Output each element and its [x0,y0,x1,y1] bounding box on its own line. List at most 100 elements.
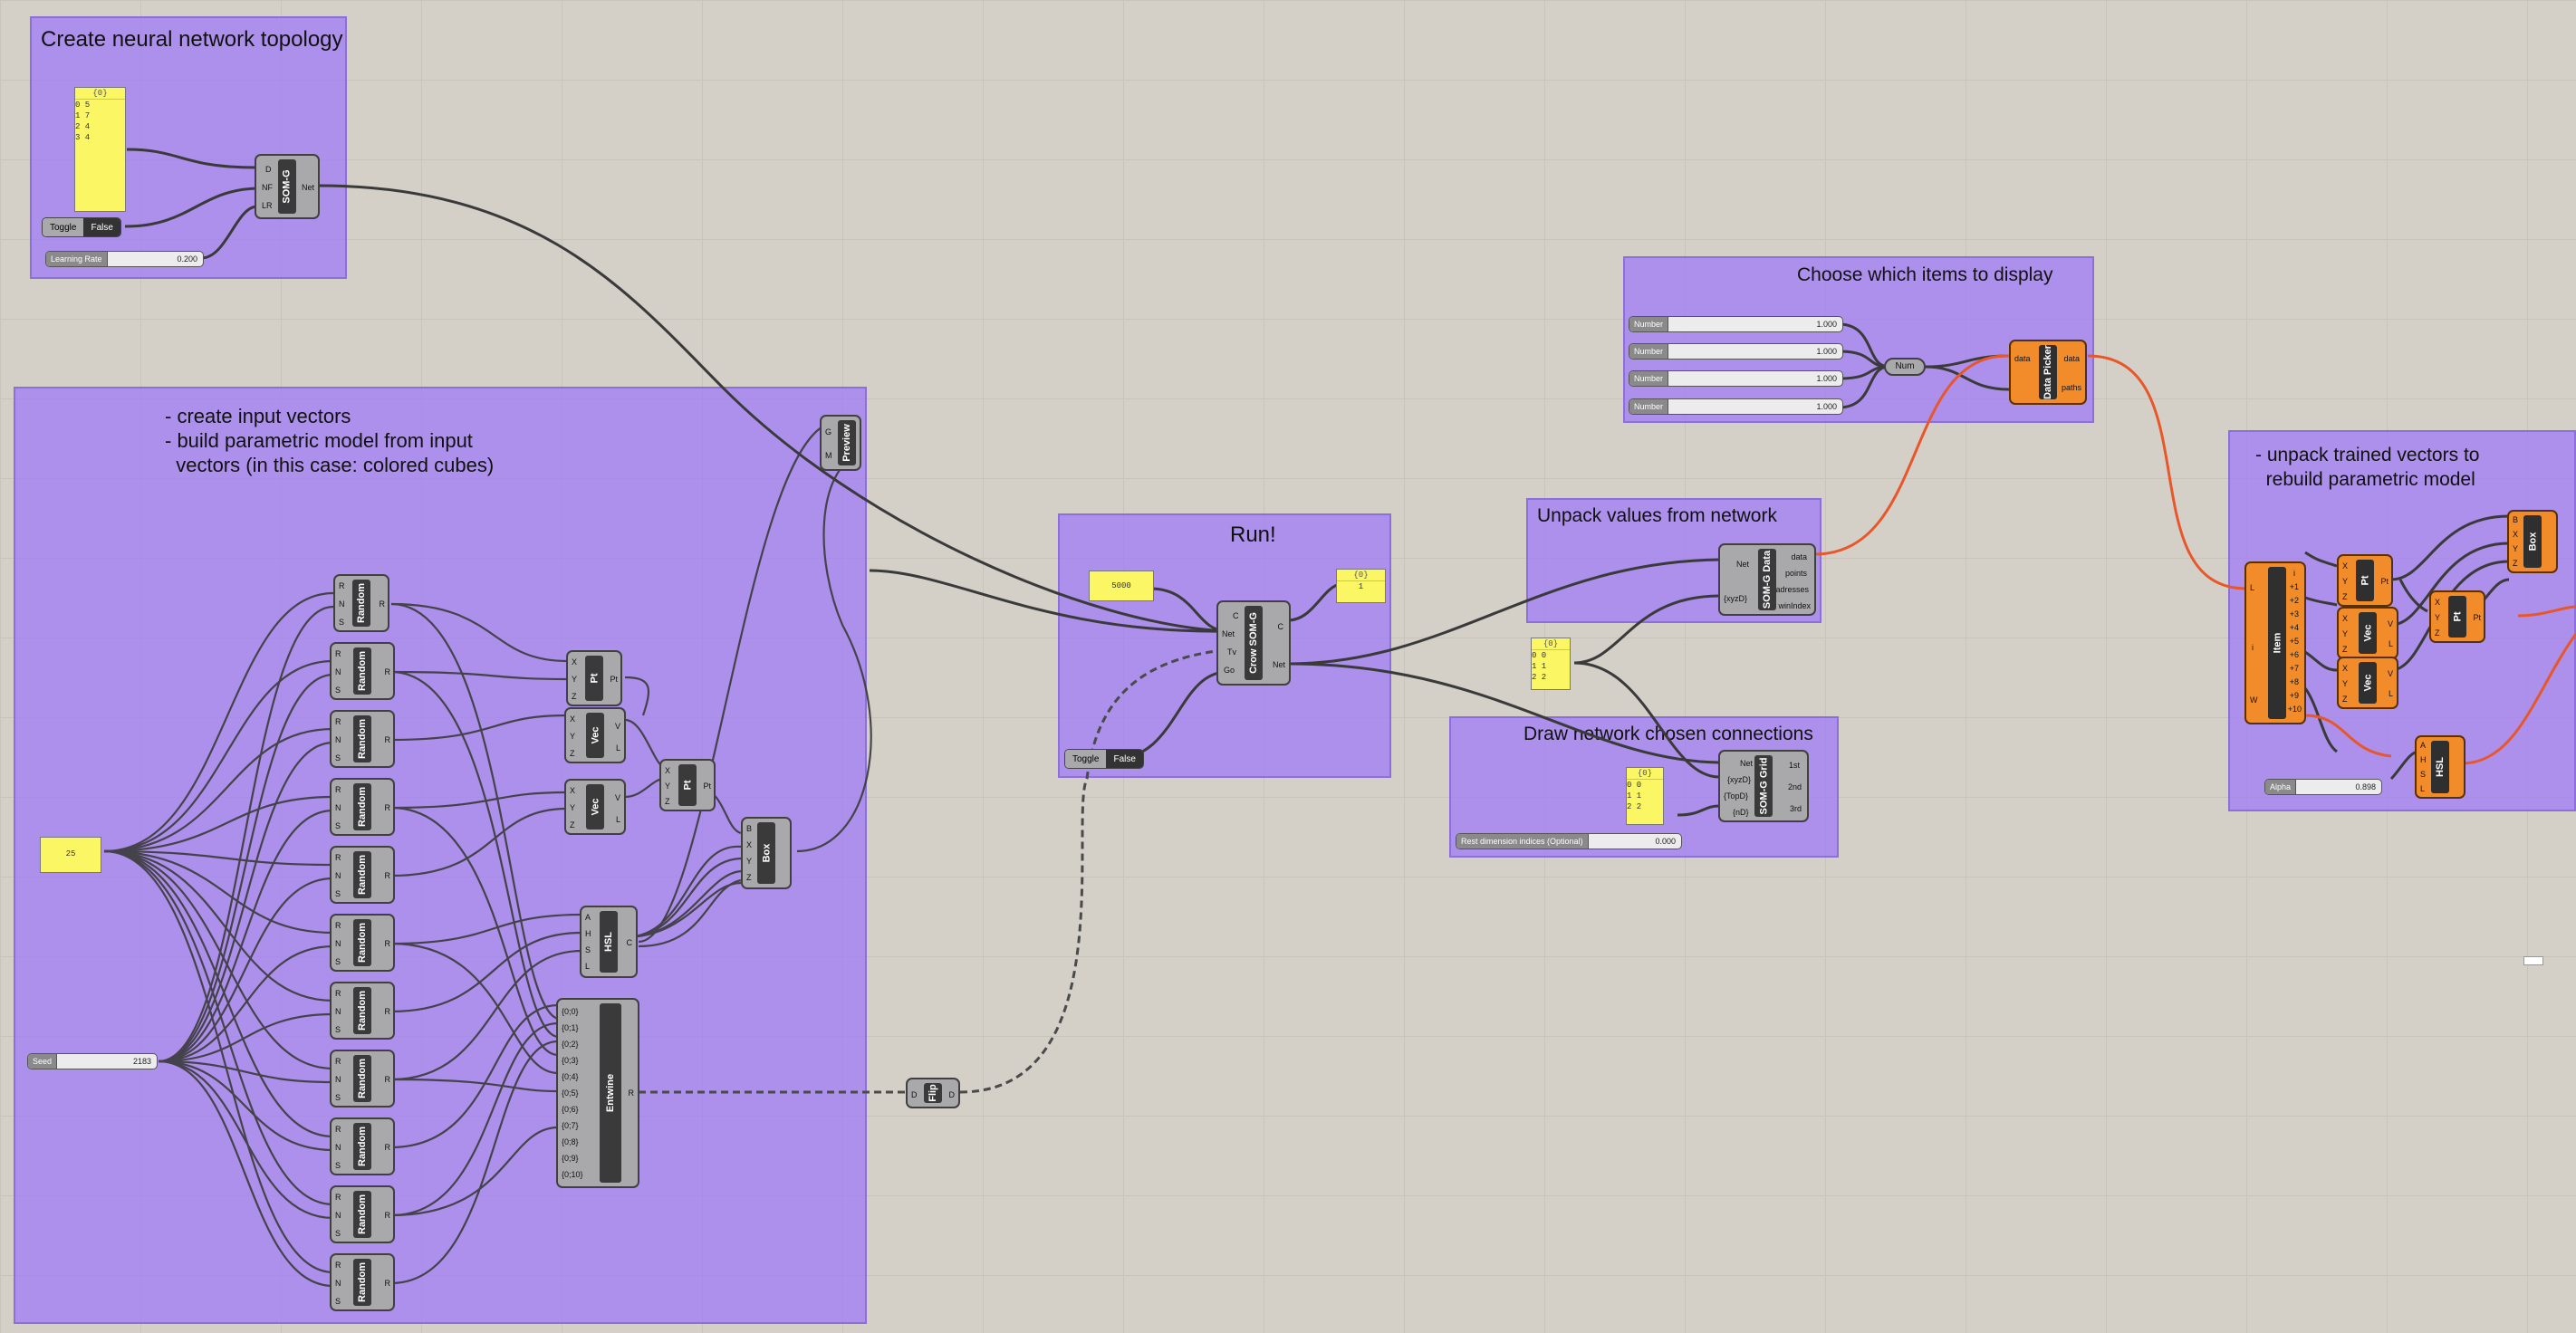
input-pin: S [335,1161,341,1170]
random-component[interactable]: Random R N S R [330,982,395,1040]
hsl-component[interactable]: HSL A H S L C [580,906,638,978]
component-bar: Random [353,783,371,830]
slider-value: 1.000 [1816,320,1837,329]
input-pin: Z [572,692,577,701]
entwine-component[interactable]: Entwine {0;0} {0;1} {0;2} {0;3} {0;4} {0… [556,998,639,1188]
input-pin: S [335,753,341,762]
vec-component[interactable]: Vec X Y Z V L [564,707,626,763]
random-component[interactable]: Random R N S R [330,1117,395,1175]
component-bar: Box [2523,515,2542,568]
output-pin: V [2387,669,2393,678]
random-component[interactable]: Random R N S R [330,914,395,972]
random-component[interactable]: Random R N S R [330,778,395,836]
random-component[interactable]: Random R N S R [330,1050,395,1108]
panel-header: {0} [1532,638,1570,650]
component-bar: Random [353,1259,371,1306]
output-pin: +4 [2289,623,2299,632]
crow-somg-component[interactable]: Crow SOM-G C Net Tv Go C Net [1216,600,1291,686]
number-slider-4[interactable]: Number 1.000 [1629,398,1843,415]
random-component[interactable]: Random R N S R [330,642,395,700]
input-pin: N [335,871,341,880]
random-component[interactable]: Random R N S R [330,1253,395,1311]
random-component[interactable]: Random R N S R [333,574,389,632]
draw-panel[interactable]: {0} 0 0 1 1 2 2 [1626,767,1664,825]
panel-row: 2 2 [1627,802,1642,811]
somg-data-component[interactable]: SOM-G Data Net {xyzD} data points adress… [1718,543,1816,616]
rest-dimension-slider[interactable]: Rest dimension indices (Optional) 0.000 [1456,833,1682,849]
box-component[interactable]: Box B X Y Z [2507,510,2558,573]
input-pin: S [335,1297,341,1306]
item-component[interactable]: Item L i W i +1 +2 +3 +4 +5 +6 +7 +8 +9 … [2244,561,2306,724]
input-pin: {0;4} [562,1072,579,1081]
input-pin: {0;1} [562,1023,579,1032]
input-pin: {0;10} [562,1170,583,1179]
input-pin: S [335,957,341,966]
run-output-panel[interactable]: {0} 1 [1336,569,1386,603]
output-pin: 3rd [1789,804,1802,813]
output-pin: V [614,722,620,731]
alpha-slider[interactable]: Alpha 0.898 [2264,779,2382,795]
slider-value: 1.000 [1816,402,1837,411]
topology-panel[interactable]: {0} 0 5 1 7 2 4 3 4 [74,87,126,212]
input-pin: Net [1222,629,1235,638]
learning-rate-slider[interactable]: Learning Rate 0.200 [45,251,204,267]
component-bar: Item [2268,567,2286,719]
number-slider-3[interactable]: Number 1.000 [1629,370,1843,387]
pt-component[interactable]: Pt X Y Z Pt [566,650,622,706]
vec-component[interactable]: Vec X Y Z V L [2337,607,2398,659]
random-component[interactable]: Random R N S R [330,846,395,904]
input-pin: D [265,165,272,174]
group-input-vectors[interactable]: - create input vectors - build parametri… [14,387,867,1324]
component-bar: Pt [585,656,603,701]
unpack-panel[interactable]: {0} 0 0 1 1 2 2 [1531,638,1571,690]
input-pin: S [335,1093,341,1102]
output-pin: adresses [1775,585,1809,594]
somg-component[interactable]: SOM-G D NF LR Net [255,154,320,219]
data-picker-component[interactable]: Data Picker data data paths [2009,340,2087,405]
component-bar: HSL [600,911,618,973]
topology-toggle[interactable]: Toggle False [42,217,121,237]
num-component[interactable]: Num [1884,358,1926,376]
somg-grid-component[interactable]: SOM-G Grid Net {xyzD} {TopD} {nD} 1st 2n… [1718,750,1809,822]
random-component[interactable]: Random R N S R [330,710,395,768]
component-bar: Random [353,647,371,695]
output-pin: R [384,735,391,744]
flip-component[interactable]: Flip D D [906,1078,960,1108]
pt-component[interactable]: Pt X Y Z Pt [659,759,716,811]
preview-component[interactable]: Preview G M [820,415,861,471]
run-toggle[interactable]: Toggle False [1064,749,1144,769]
hsl-component[interactable]: HSL A H S L [2415,735,2465,799]
output-pin: R [384,1279,391,1288]
input-pin: R [335,853,341,862]
panel-header: {0} [1337,570,1385,581]
iterations-panel[interactable]: 5000 [1089,571,1154,601]
input-pin: Y [665,782,671,791]
number-slider-1[interactable]: Number 1.000 [1629,316,1843,332]
output-pin: data [1791,552,1807,561]
pt-component[interactable]: Pt X Y Z Pt [2429,590,2485,643]
input-pin: B [746,824,753,833]
panel-row: 0 0 [1627,781,1642,790]
input-pin: S [339,618,345,627]
pt-component[interactable]: Pt X Y Z Pt [2337,554,2393,607]
input-pin: Y [572,675,578,684]
input-pin: R [335,1193,341,1202]
input-pin: {0;0} [562,1007,579,1016]
vec-component[interactable]: Vec X Y Z V L [564,779,626,835]
box-component[interactable]: Box B X Y Z [741,817,792,889]
input-pin: N [335,1007,341,1016]
output-pin: R [379,599,386,609]
random-component[interactable]: Random R N S R [330,1185,395,1243]
input-pin: Y [2435,613,2441,622]
output-pin: +2 [2289,596,2299,605]
input-pin: {xyzD} [1724,594,1748,603]
output-pin: C [626,938,633,947]
input-pin: X [2513,530,2519,539]
number-slider-2[interactable]: Number 1.000 [1629,343,1843,360]
input-pin: G [825,427,832,436]
input-pin: {xyzD} [1727,775,1752,784]
seed-slider[interactable]: Seed 2183 [27,1053,158,1069]
count-panel[interactable]: 25 [40,837,101,873]
vec-component[interactable]: Vec X Y Z V L [2337,657,2398,709]
